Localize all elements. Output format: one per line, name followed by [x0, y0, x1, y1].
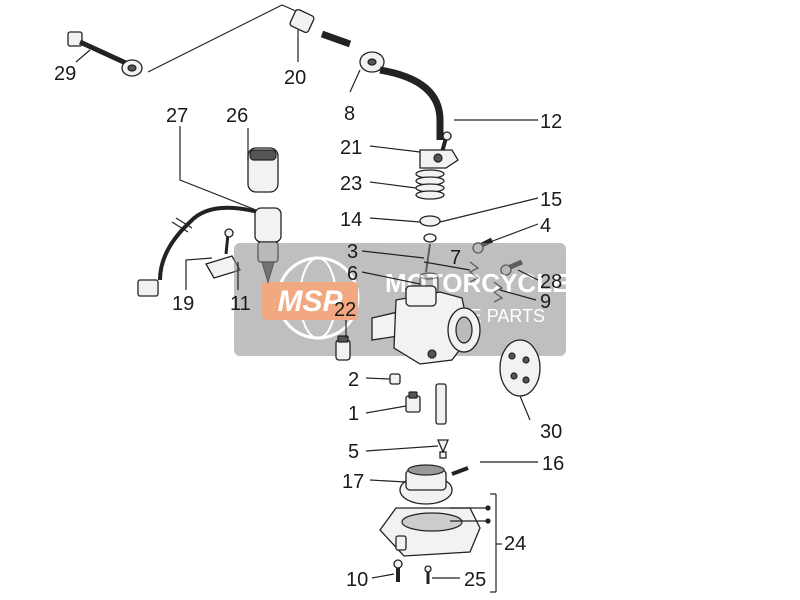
part-16-pin — [451, 466, 469, 476]
callout-27: 27 — [166, 105, 188, 127]
callout-20: 20 — [284, 67, 306, 89]
part-30-cover — [499, 339, 541, 397]
callout-4: 4 — [540, 215, 551, 237]
callout-7: 7 — [450, 247, 461, 269]
callout-14: 14 — [340, 209, 362, 231]
cable-line — [147, 4, 299, 73]
callout-1: 1 — [348, 403, 359, 425]
part-20-adjuster — [289, 8, 352, 48]
part-1-jet — [405, 391, 421, 413]
callout-30: 30 — [540, 421, 562, 443]
part-5-float-needle — [437, 439, 449, 459]
callout-10: 10 — [346, 569, 368, 591]
assembly-24-bracket — [450, 493, 502, 593]
callout-9: 9 — [540, 291, 551, 313]
callout-26: 26 — [226, 105, 248, 127]
part-23-spring — [415, 169, 445, 200]
callout-3: 3 — [347, 241, 358, 263]
leader-lines — [75, 30, 539, 579]
callout-29: 29 — [54, 63, 76, 85]
part-10-screw — [393, 559, 403, 582]
callout-labels: 29 20 8 12 21 27 26 23 15 14 4 3 7 6 28 … — [54, 63, 564, 591]
part-2-nut — [389, 373, 401, 385]
callout-25: 25 — [464, 569, 486, 591]
part-12-screw — [440, 131, 452, 153]
watermark-logo-text: MSP — [277, 285, 343, 318]
part-29-bolt — [67, 31, 143, 77]
callout-28: 28 — [540, 271, 562, 293]
part-14-clip — [423, 233, 437, 243]
part-17-float — [399, 464, 453, 505]
part-15-washer — [419, 215, 441, 227]
part-24-float-bowl — [379, 507, 481, 557]
emulsion-tube — [435, 383, 447, 425]
callout-24: 24 — [504, 533, 526, 555]
callout-23: 23 — [340, 173, 362, 195]
callout-12: 12 — [540, 111, 562, 133]
callout-11: 11 — [230, 293, 251, 315]
callout-16: 16 — [542, 453, 564, 475]
callout-5: 5 — [348, 441, 359, 463]
callout-8: 8 — [344, 103, 355, 125]
part-8-nut-pipe — [359, 51, 444, 140]
callout-17: 17 — [342, 471, 364, 493]
part-25-screw — [424, 565, 432, 584]
callout-6: 6 — [347, 263, 358, 285]
carburettor-body — [371, 285, 481, 365]
callout-21: 21 — [340, 137, 362, 159]
part-21-cap — [419, 149, 459, 169]
callout-19: 19 — [172, 293, 194, 315]
part-22-screw — [335, 335, 351, 361]
callout-22: 22 — [334, 299, 356, 321]
part-26-rubber-cap — [247, 147, 279, 193]
callout-15: 15 — [540, 189, 562, 211]
callout-2: 2 — [348, 369, 359, 391]
watermark-logo-box — [262, 282, 358, 320]
